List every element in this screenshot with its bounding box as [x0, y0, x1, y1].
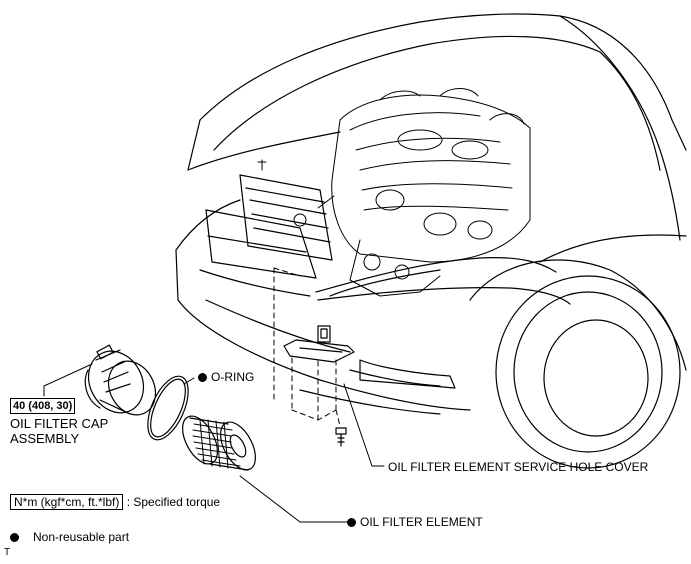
service-hole-cover-label: OIL FILTER ELEMENT SERVICE HOLE COVER: [388, 460, 649, 474]
oil-filter-element-label: OIL FILTER ELEMENT: [347, 515, 483, 529]
o-ring-text: O-RING: [211, 370, 255, 384]
leader-lines: [43, 363, 385, 523]
legend-non-reusable: Non-reusable part: [10, 530, 129, 544]
bolt-drawing: [335, 427, 347, 447]
o-ring-drawing: [147, 375, 189, 441]
torque-value-box: 40 (408, 30): [10, 398, 76, 414]
oil-filter-element-text: OIL FILTER ELEMENT: [360, 515, 483, 529]
legend-dot-icon: [10, 533, 19, 542]
legend-torque-unit-box: N*m (kgf*cm, ft.*lbf): [10, 494, 124, 510]
legend-torque-desc: : Specified torque: [126, 495, 221, 509]
car-body-drawing: [175, 13, 687, 469]
oil-filter-element-drawing: [182, 415, 256, 471]
oil-filter-cap-label-line1: OIL FILTER CAP: [10, 416, 109, 431]
alignment-dashed-lines: [273, 267, 341, 427]
legend-non-reusable-text: Non-reusable part: [33, 530, 130, 544]
engine-drawing: [257, 88, 531, 297]
o-ring-label: O-RING: [198, 370, 254, 384]
corner-mark: T: [4, 547, 11, 558]
oil-filter-cap-drawing: [84, 344, 157, 416]
service-hole-cover-drawing: [283, 325, 355, 363]
non-reusable-dot-icon: [198, 373, 207, 382]
legend-torque: N*m (kgf*cm, ft.*lbf) : Specified torque: [10, 494, 221, 510]
oil-filter-cap-label-line2: ASSEMBLY: [10, 431, 80, 446]
oil-filter-cap-label: OIL FILTER CAP ASSEMBLY: [10, 416, 108, 446]
non-reusable-dot-icon: [347, 518, 356, 527]
